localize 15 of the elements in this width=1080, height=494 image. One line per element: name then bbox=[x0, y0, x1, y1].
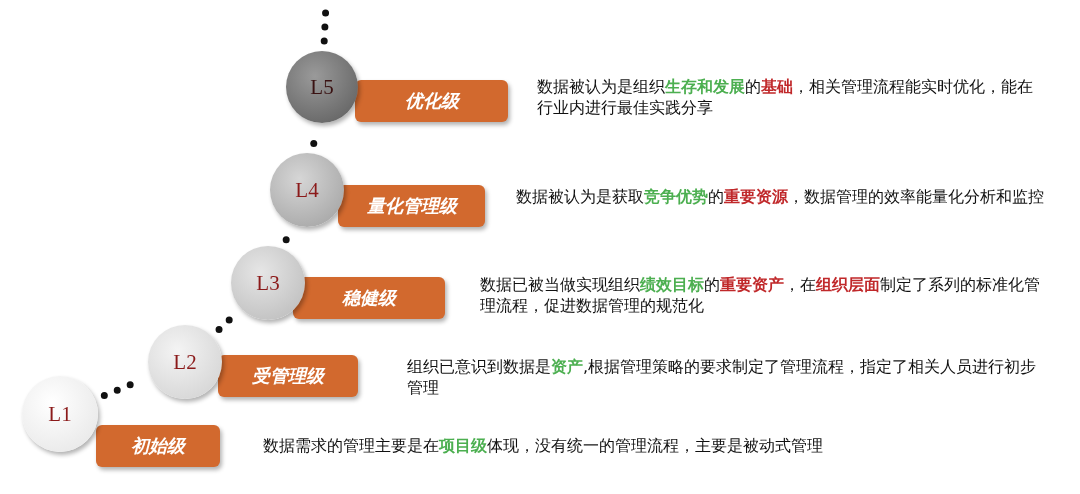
level-circle: L4 bbox=[270, 153, 344, 227]
level-bar: 稳健级 bbox=[293, 277, 445, 319]
level-bar: 量化管理级 bbox=[338, 185, 485, 227]
level-circle: L5 bbox=[286, 51, 358, 123]
description-text: 数据已被当做实现组织绩效目标的重要资产，在组织层面制定了系列的标准化管理流程，促进数据管理的规范化 bbox=[480, 274, 1041, 316]
description-text: 数据需求的管理主要是在项目级体现，没有统一的管理流程，主要是被动式管理 bbox=[263, 435, 824, 456]
description-text: 数据被认为是组织生存和发展的基础，相关管理流程能实时优化，能在行业内进行最佳实践分享 bbox=[537, 76, 1034, 118]
description-text: 组织已意识到数据是资产,根据管理策略的要求制定了管理流程，指定了相关人员进行初步管理 bbox=[407, 356, 1037, 398]
level-bar: 初始级 bbox=[96, 425, 220, 467]
description-text: 数据被认为是获取竞争优势的重要资源，数据管理的效率能量化分析和监控 bbox=[516, 186, 1045, 207]
level-bar: 受管理级 bbox=[218, 355, 358, 397]
level-circle: L1 bbox=[22, 376, 98, 452]
level-circle: L2 bbox=[148, 325, 222, 399]
level-circle: L3 bbox=[231, 246, 305, 320]
level-bar: 优化级 bbox=[355, 80, 508, 122]
